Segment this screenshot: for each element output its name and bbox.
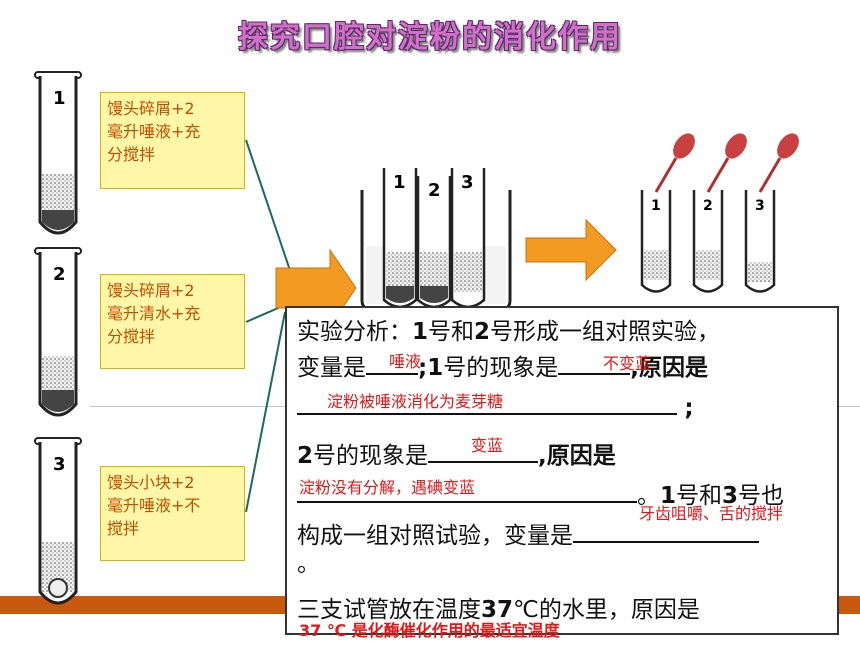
dropper-tube-1-label: 1 bbox=[651, 198, 661, 214]
label-2-line-1: 馒头碎屑+2 bbox=[107, 281, 195, 300]
dropper-tube-3-label: 3 bbox=[755, 198, 765, 214]
beaker-tube-1-label: 1 bbox=[393, 172, 406, 193]
beaker-tube-2-label: 2 bbox=[428, 180, 441, 201]
page-title: 探究口腔对淀粉的消化作用 bbox=[238, 20, 622, 55]
label-3-line-2: 毫升唾液+不 bbox=[107, 496, 201, 515]
answer-6: 牙齿咀嚼、舌的搅拌 bbox=[639, 504, 784, 523]
tube-3-label: 3 bbox=[53, 454, 66, 475]
answer-7: 37 ℃ 是化酶催化作用的最适宜温度 bbox=[299, 621, 560, 640]
tube-1-label: 1 bbox=[53, 88, 66, 109]
dropper-tubes-icon bbox=[640, 133, 799, 293]
label-1-line-2: 毫升唾液+充 bbox=[107, 122, 201, 141]
tube-2 bbox=[34, 247, 82, 417]
tube-3 bbox=[34, 437, 82, 605]
tube-2-label: 2 bbox=[53, 264, 66, 285]
beaker-tube-3-label: 3 bbox=[461, 172, 474, 193]
dropper-tube-2-label: 2 bbox=[703, 198, 713, 214]
label-box-2: 馒头碎屑+2 毫升清水+充 分搅拌 bbox=[100, 274, 245, 369]
label-2-line-2: 毫升清水+充 bbox=[107, 304, 201, 323]
left-tubes bbox=[34, 71, 82, 605]
beaker-icon bbox=[360, 168, 512, 312]
answer-5: 淀粉没有分解，遇碘变蓝 bbox=[299, 478, 476, 497]
analysis-line-5: 。1号和3号也 bbox=[297, 476, 784, 516]
label-1-line-3: 分搅拌 bbox=[107, 145, 156, 164]
analysis-panel: 实验分析：1号和2号形成一组对照实验， 变量是;1号的现象是,原因是 ; 2号的… bbox=[285, 306, 839, 640]
analysis-line-8: 三支试管放在温度37℃的水里，原因是 bbox=[297, 597, 700, 623]
analysis-line-3: ; bbox=[297, 388, 694, 428]
answer-1: 唾液 bbox=[389, 352, 422, 371]
label-box-1: 馒头碎屑+2 毫升唾液+充 分搅拌 bbox=[100, 92, 245, 189]
answer-4: 变蓝 bbox=[471, 436, 504, 455]
tube-1 bbox=[34, 71, 82, 235]
analysis-line-6: 构成一组对照试验，变量是 bbox=[297, 516, 759, 556]
label-2-line-3: 分搅拌 bbox=[107, 327, 156, 346]
analysis-line-7: 。 bbox=[297, 551, 320, 577]
arrow-right-icon-2 bbox=[525, 218, 617, 282]
connector-line-3 bbox=[245, 311, 286, 513]
analysis-line-2: 变量是;1号的现象是,原因是 bbox=[297, 355, 708, 381]
label-3-line-1: 馒头小块+2 bbox=[107, 473, 195, 492]
label-box-3: 馒头小块+2 毫升唾液+不 搅拌 bbox=[100, 466, 245, 561]
answer-3: 淀粉被唾液消化为麦芽糖 bbox=[327, 392, 504, 411]
analysis-line-1: 实验分析：1号和2号形成一组对照实验， bbox=[297, 319, 721, 345]
label-1-line-1: 馒头碎屑+2 bbox=[107, 99, 195, 118]
label-3-line-3: 搅拌 bbox=[107, 519, 140, 538]
answer-2: 不变蓝 bbox=[603, 354, 652, 373]
analysis-line-4: 2号的现象是,原因是 bbox=[297, 443, 616, 469]
